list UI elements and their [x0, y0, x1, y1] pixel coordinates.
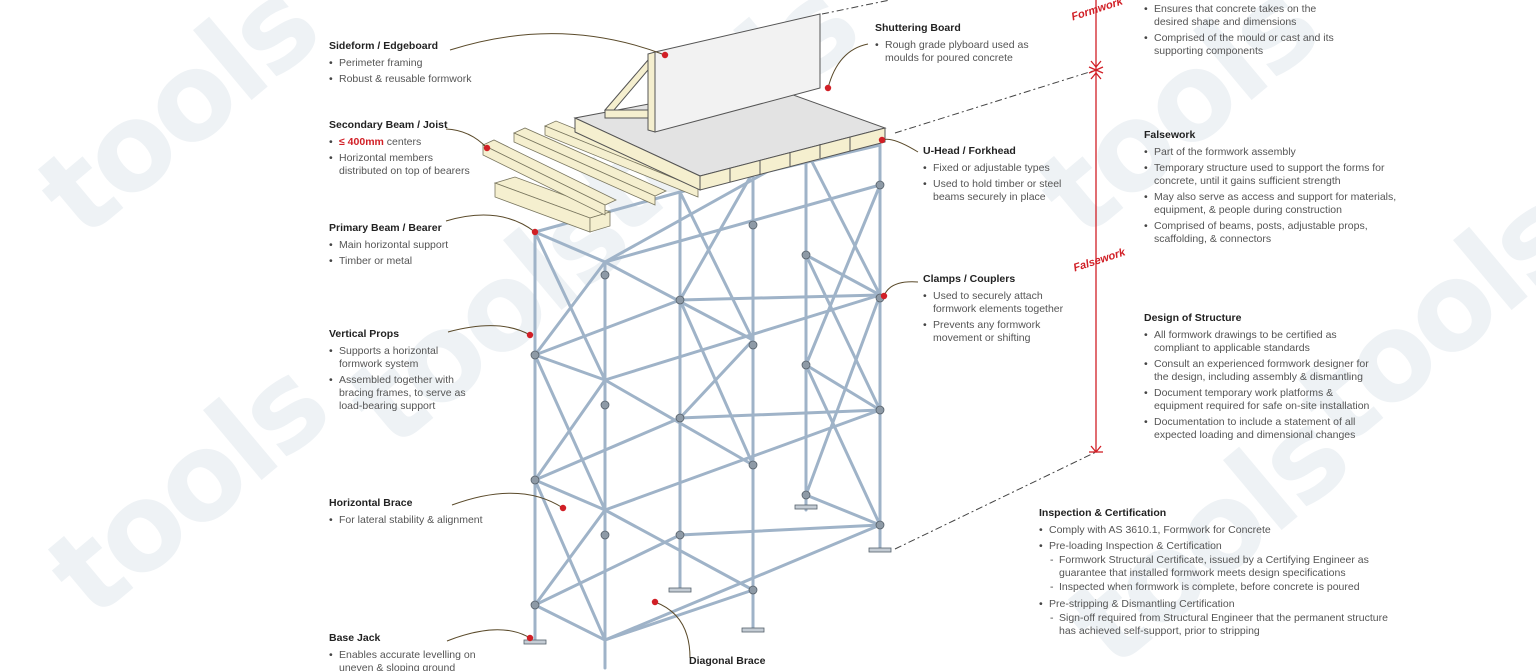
callout-bullet: Main horizontal support	[329, 239, 479, 252]
callout-base-jack: Base Jack Enables accurate levelling on …	[329, 632, 479, 671]
sideform-board	[603, 13, 821, 133]
callout-bullet: Supports a horizontal formwork system	[329, 345, 474, 371]
info-falsework: Falsework Part of the formwork assembly …	[1144, 129, 1404, 249]
callout-bullet: Assembled together with bracing frames, …	[329, 374, 474, 413]
callout-bullet: Robust & reusable formwork	[329, 73, 529, 86]
callout-diagonal-brace: Diagonal Brace	[689, 655, 809, 671]
spacing-suffix: centers	[383, 136, 422, 148]
callout-secondary-beam: Secondary Beam / Joist ≤ 400mm centers H…	[329, 119, 479, 181]
callout-sideform: Sideform / Edgeboard Perimeter framing R…	[329, 40, 529, 89]
info-inspection: Inspection & Certification Comply with A…	[1039, 507, 1399, 639]
deck-joist-ends	[729, 137, 851, 182]
callout-horizontal-brace: Horizontal Brace For lateral stability &…	[329, 497, 509, 530]
info-sub-bullet: Formwork Structural Certificate, issued …	[1039, 554, 1399, 580]
info-bullet: All formwork drawings to be certified as…	[1144, 329, 1384, 355]
info-bullet: Document temporary work platforms & equi…	[1144, 387, 1384, 413]
callout-shuttering-board: Shuttering Board Rough grade plyboard us…	[875, 22, 1035, 68]
callout-title: Shuttering Board	[875, 22, 961, 34]
info-bullet: Comprised of the mould or cast and its s…	[1144, 32, 1344, 58]
base-plates	[523, 504, 892, 645]
callout-vertical-props: Vertical Props Supports a horizontal for…	[329, 328, 474, 416]
callout-bullet: Prevents any formwork movement or shifti…	[923, 319, 1073, 345]
info-title: Inspection & Certification	[1039, 507, 1167, 519]
callout-bullet: Fixed or adjustable types	[923, 162, 1073, 175]
callout-title: Primary Beam / Bearer	[329, 222, 442, 234]
callout-title: Base Jack	[329, 632, 381, 644]
callout-title: Sideform / Edgeboard	[329, 40, 439, 52]
callout-bullet: Used to hold timber or steel beams secur…	[923, 178, 1073, 204]
info-bullet: Pre-loading Inspection & Certification	[1039, 540, 1399, 553]
callout-clamps: Clamps / Couplers Used to securely attac…	[923, 273, 1073, 348]
callout-bullet: For lateral stability & alignment	[329, 514, 509, 527]
callout-title: Secondary Beam / Joist	[329, 119, 448, 131]
callout-title: U-Head / Forkhead	[923, 145, 1016, 157]
callout-bullet: Timber or metal	[329, 255, 479, 268]
primary-bearers	[493, 176, 612, 233]
callout-title: Clamps / Couplers	[923, 273, 1016, 285]
info-bullet: Comprised of beams, posts, adjustable pr…	[1144, 220, 1404, 246]
info-bullet: May also serve as access and support for…	[1144, 191, 1404, 217]
info-bullet: Consult an experienced formwork designer…	[1144, 358, 1384, 384]
info-bullet: Pre-stripping & Dismantling Certificatio…	[1039, 598, 1399, 611]
callout-dots	[483, 51, 888, 642]
info-title: Design of Structure	[1144, 312, 1242, 324]
callout-bullet: Used to securely attach formwork element…	[923, 290, 1073, 316]
callout-bullet: ≤ 400mm centers	[329, 136, 479, 149]
info-bullet: Ensures that concrete takes on the desir…	[1144, 3, 1344, 29]
extension-lines	[821, 0, 1097, 550]
info-bullet: Part of the formwork assembly	[1144, 146, 1404, 159]
info-title: Falsework	[1144, 129, 1196, 141]
callout-bullet: Rough grade plyboard used as moulds for …	[875, 39, 1035, 65]
spacing-value: ≤ 400mm	[339, 136, 384, 148]
callout-title: Horizontal Brace	[329, 497, 413, 509]
info-sub-bullet: Inspected when formwork is complete, bef…	[1039, 581, 1399, 594]
callout-bullet: Enables accurate levelling on uneven & s…	[329, 649, 479, 671]
scaffold-frame	[533, 143, 882, 670]
callout-primary-beam: Primary Beam / Bearer Main horizontal su…	[329, 222, 479, 271]
dimension-line	[1088, 0, 1104, 454]
callout-title: Diagonal Brace	[689, 655, 766, 667]
callout-bullet: Perimeter framing	[329, 57, 529, 70]
info-sub-bullet: Sign-off required from Structural Engine…	[1039, 612, 1399, 638]
callout-bullet: Horizontal members distributed on top of…	[329, 152, 479, 178]
info-bullet: Comply with AS 3610.1, Formwork for Conc…	[1039, 524, 1399, 537]
info-bullet: Documentation to include a statement of …	[1144, 416, 1384, 442]
callout-title: Vertical Props	[329, 328, 400, 340]
callout-u-head: U-Head / Forkhead Fixed or adjustable ty…	[923, 145, 1073, 207]
info-bullet: Temporary structure used to support the …	[1144, 162, 1404, 188]
info-design: Design of Structure All formwork drawing…	[1144, 312, 1384, 445]
info-formwork: Ensures that concrete takes on the desir…	[1144, 3, 1344, 61]
